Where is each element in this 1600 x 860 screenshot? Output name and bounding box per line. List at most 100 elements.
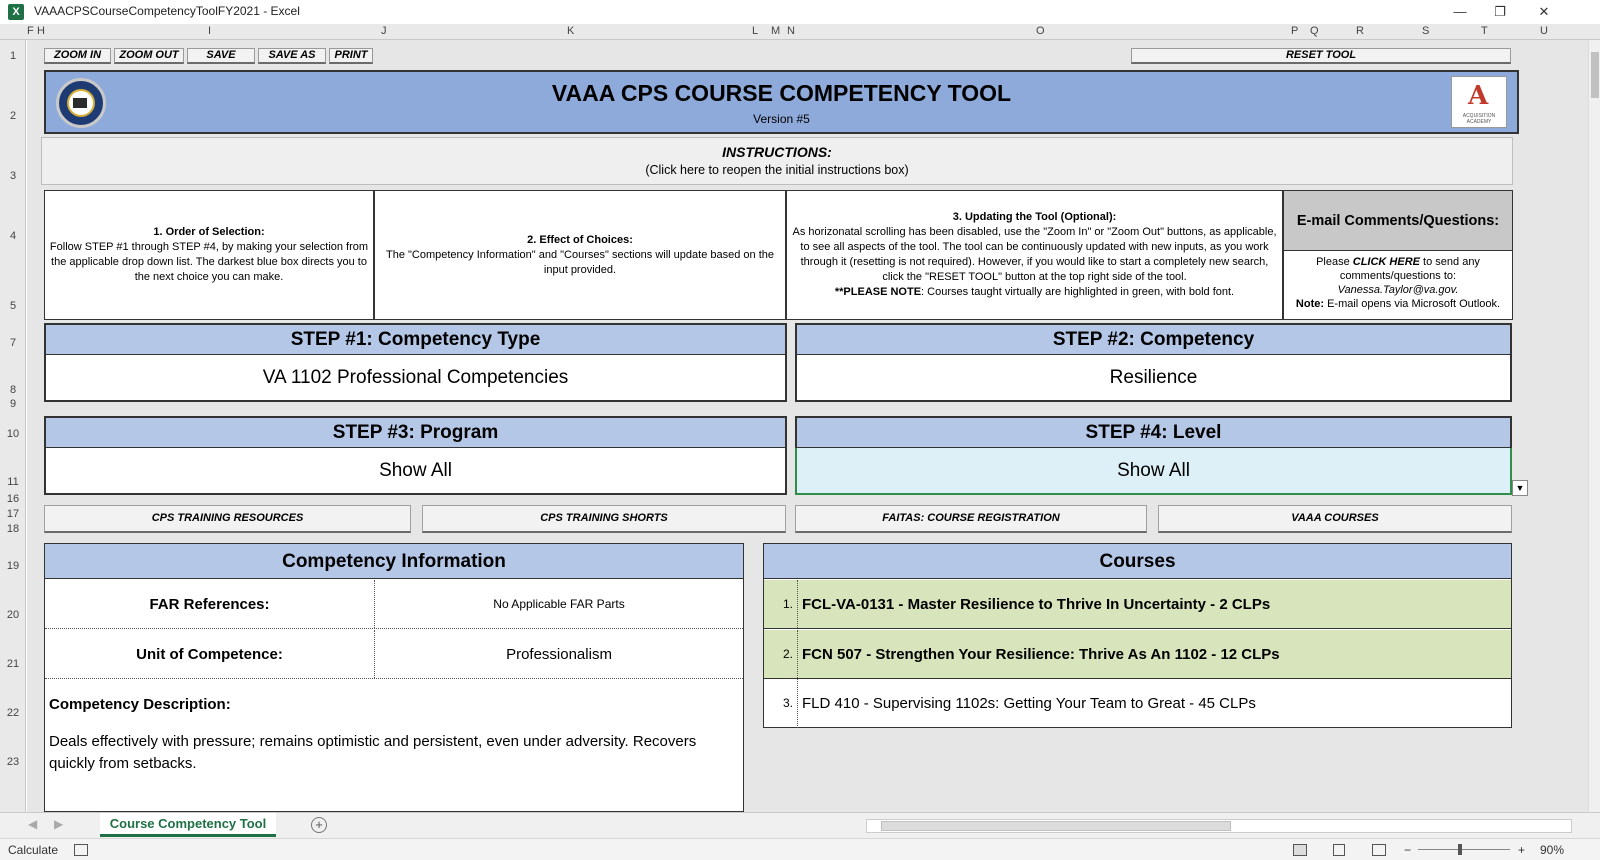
- competency-description-label: Competency Description:: [49, 696, 231, 713]
- info-box-heading: 1. Order of Selection:: [153, 226, 265, 238]
- step4-level-select[interactable]: Show All: [795, 448, 1512, 495]
- row-header[interactable]: 17: [6, 508, 20, 520]
- step2-competency-select[interactable]: Resilience: [795, 355, 1512, 402]
- course-row[interactable]: 2. FCN 507 - Strengthen Your Resilience:…: [764, 630, 1511, 679]
- unit-of-competence-value: Professionalism: [506, 646, 612, 663]
- info-box-updating-tool: 3. Updating the Tool (Optional): As hori…: [786, 190, 1283, 320]
- row-header[interactable]: 10: [6, 428, 20, 440]
- far-references-value: No Applicable FAR Parts: [493, 597, 625, 611]
- column-header[interactable]: M: [771, 25, 781, 37]
- competency-information-panel: Competency Information FAR References: N…: [44, 543, 744, 812]
- close-button[interactable]: ✕: [1538, 4, 1550, 19]
- acquisition-academy-logo: A ACQUISITION ACADEMY: [1451, 76, 1507, 128]
- row-header[interactable]: 1: [9, 50, 17, 62]
- column-header[interactable]: S: [1422, 25, 1430, 37]
- restore-button[interactable]: ❐: [1494, 4, 1506, 19]
- column-header[interactable]: T: [1481, 25, 1488, 37]
- zoom-slider[interactable]: [1418, 849, 1510, 850]
- row-header[interactable]: 16: [6, 493, 20, 505]
- save-as-button[interactable]: SAVE AS: [258, 48, 326, 64]
- sheet-tab-course-competency-tool[interactable]: Course Competency Tool: [100, 813, 276, 837]
- email-send-text: to send any comments/questions to:: [1339, 256, 1480, 282]
- instructions-button[interactable]: INSTRUCTIONS: (Click here to reopen the …: [41, 137, 1513, 185]
- cps-training-shorts-button[interactable]: CPS TRAINING SHORTS: [422, 505, 786, 533]
- column-header[interactable]: K: [567, 25, 575, 37]
- macro-record-icon[interactable]: [74, 844, 88, 856]
- zoom-out-button[interactable]: ZOOM OUT: [114, 48, 184, 64]
- column-header[interactable]: R: [1356, 25, 1364, 37]
- horizontal-scrollbar[interactable]: [866, 819, 1572, 833]
- course-number: 3.: [764, 679, 798, 728]
- row-header[interactable]: 5: [9, 300, 17, 312]
- vertical-scrollbar[interactable]: [1588, 40, 1600, 812]
- calculate-status[interactable]: Calculate: [8, 843, 59, 857]
- step1-competency-type-select[interactable]: VA 1102 Professional Competencies: [44, 355, 787, 402]
- zoom-level[interactable]: 90%: [1540, 843, 1565, 857]
- normal-view-icon[interactable]: [1293, 844, 1307, 856]
- tool-version: Version #5: [753, 112, 810, 126]
- instructions-heading: INSTRUCTIONS:: [722, 144, 832, 160]
- row-header[interactable]: 23: [6, 756, 20, 768]
- row-header[interactable]: 2: [9, 110, 17, 122]
- row-header[interactable]: 11: [7, 476, 19, 488]
- column-header[interactable]: J: [381, 25, 387, 37]
- zoom-in-icon[interactable]: +: [1518, 843, 1526, 857]
- cps-training-resources-button[interactable]: CPS TRAINING RESOURCES: [44, 505, 411, 533]
- row-header[interactable]: 7: [9, 337, 17, 349]
- row-header[interactable]: 20: [6, 609, 20, 621]
- column-header[interactable]: L: [752, 25, 759, 37]
- email-click-here-link[interactable]: CLICK HERE: [1352, 256, 1420, 268]
- info-box-order-of-selection: 1. Order of Selection: Follow STEP #1 th…: [44, 190, 374, 320]
- column-header[interactable]: N: [787, 25, 795, 37]
- step3-program-select[interactable]: Show All: [44, 448, 787, 495]
- course-row[interactable]: 1. FCL-VA-0131 - Master Resilience to Th…: [764, 580, 1511, 629]
- column-header[interactable]: O: [1036, 25, 1045, 37]
- prev-sheet-icon[interactable]: ◀: [28, 817, 38, 831]
- zoom-out-icon[interactable]: −: [1404, 843, 1412, 857]
- row-header[interactable]: 19: [6, 560, 20, 572]
- please-note-text: : Courses taught virtually are highlight…: [921, 286, 1235, 298]
- print-button[interactable]: PRINT: [329, 48, 373, 64]
- row-header[interactable]: 8: [9, 384, 17, 396]
- row-header[interactable]: 21: [6, 658, 20, 670]
- save-button[interactable]: SAVE: [187, 48, 255, 64]
- unit-of-competence-row: Unit of Competence: Professionalism: [45, 630, 743, 679]
- email-please: Please: [1316, 256, 1353, 268]
- minimize-button[interactable]: —: [1453, 4, 1467, 19]
- column-header[interactable]: F: [27, 25, 34, 37]
- window-title: VAAACPSCourseCompetencyToolFY2021 - Exce…: [34, 4, 300, 18]
- horizontal-scroll-thumb[interactable]: [881, 821, 1231, 831]
- column-header[interactable]: P: [1291, 25, 1299, 37]
- vertical-scroll-thumb[interactable]: [1591, 52, 1599, 98]
- dropdown-arrow-icon[interactable]: ▼: [1512, 480, 1528, 496]
- course-row[interactable]: 3. FLD 410 - Supervising 1102s: Getting …: [764, 679, 1511, 728]
- competency-information-header: Competency Information: [45, 544, 743, 579]
- course-number: 2.: [764, 630, 798, 678]
- column-header[interactable]: H: [37, 25, 45, 37]
- course-title: FLD 410 - Supervising 1102s: Getting You…: [802, 695, 1256, 712]
- column-header[interactable]: I: [208, 25, 212, 37]
- row-header[interactable]: 4: [9, 230, 17, 242]
- row-header[interactable]: 3: [9, 170, 17, 182]
- vaaa-courses-button[interactable]: VAAA COURSES: [1158, 505, 1512, 533]
- row-header[interactable]: 22: [6, 707, 20, 719]
- page-break-view-icon[interactable]: [1372, 844, 1386, 856]
- email-note-label: Note:: [1295, 298, 1325, 310]
- zoom-in-button[interactable]: ZOOM IN: [44, 48, 111, 64]
- add-sheet-icon[interactable]: +: [311, 817, 327, 833]
- reset-tool-button[interactable]: RESET TOOL: [1131, 48, 1511, 64]
- row-header[interactable]: 18: [6, 523, 20, 535]
- unit-of-competence-label: Unit of Competence:: [45, 630, 375, 678]
- column-header[interactable]: Q: [1310, 25, 1319, 37]
- email-box[interactable]: E-mail Comments/Questions: Please CLICK …: [1283, 190, 1513, 320]
- faitas-course-registration-button[interactable]: FAITAS: COURSE REGISTRATION: [795, 505, 1147, 533]
- excel-app-icon: X: [8, 4, 24, 20]
- column-header[interactable]: U: [1540, 25, 1548, 37]
- next-sheet-icon[interactable]: ▶: [54, 817, 64, 831]
- page-layout-view-icon[interactable]: [1333, 844, 1345, 856]
- zoom-slider-thumb[interactable]: [1458, 844, 1462, 855]
- competency-description-text: Deals effectively with pressure; remains…: [49, 733, 697, 772]
- row-header[interactable]: 9: [9, 398, 17, 410]
- eagle-icon: [73, 98, 87, 108]
